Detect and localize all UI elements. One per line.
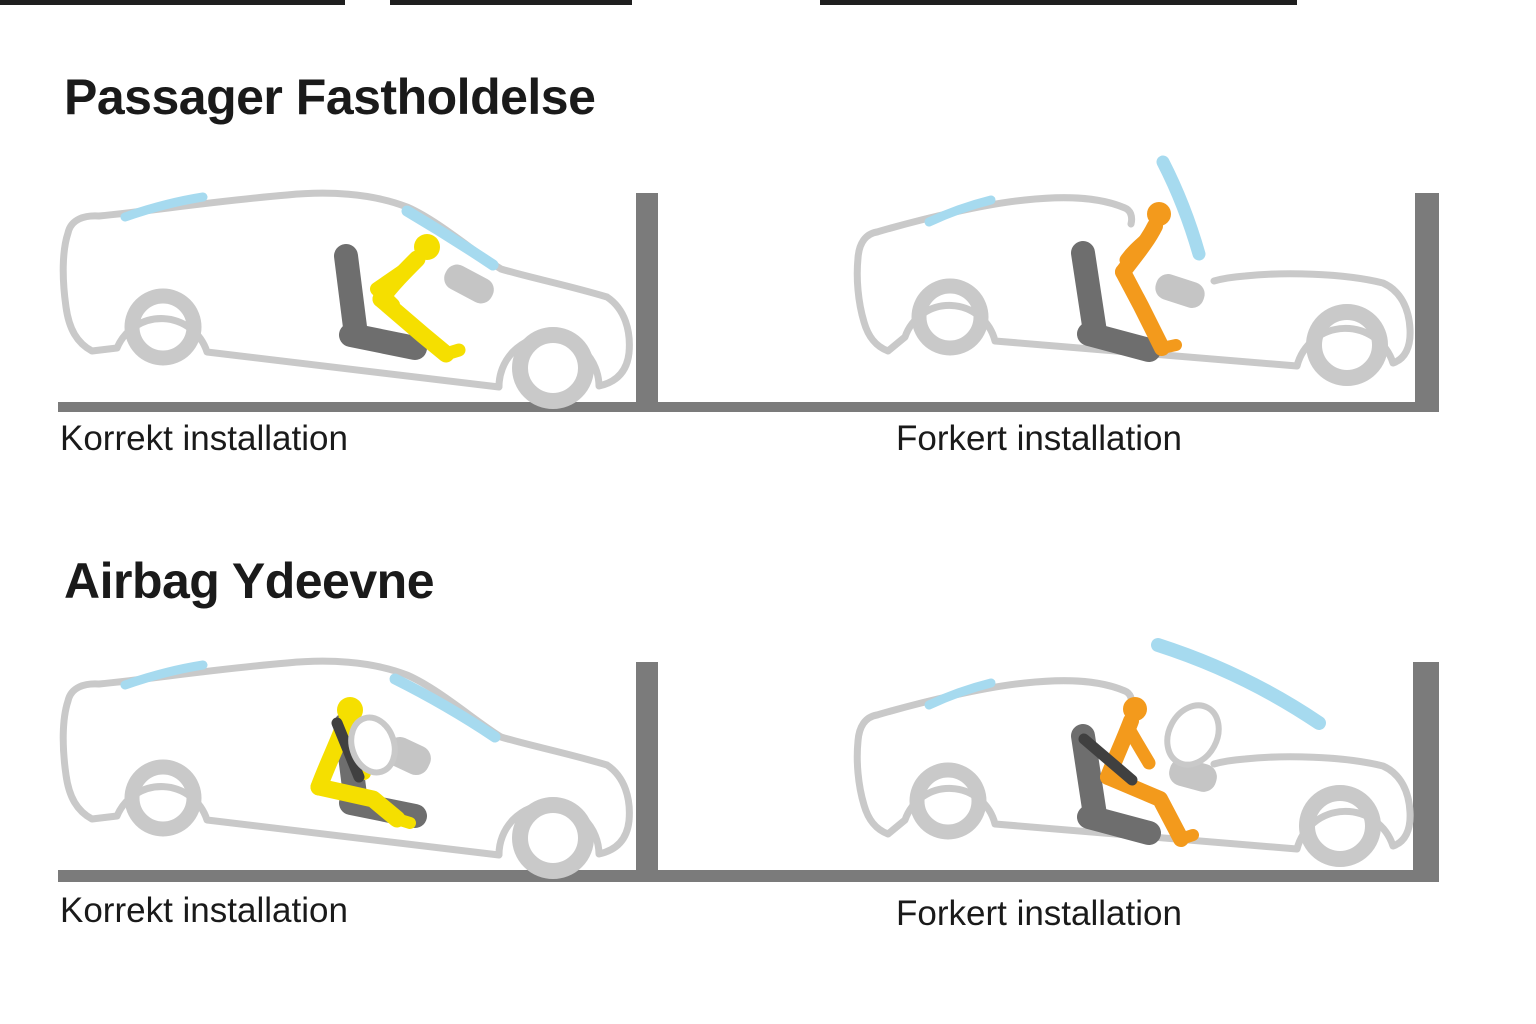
occupant-head	[337, 697, 363, 723]
occupant-legs	[310, 778, 406, 828]
panel-airbag-correct	[59, 657, 633, 879]
caption-restraint-incorrect: Forkert installation	[896, 419, 1182, 458]
occupant-legs	[1115, 264, 1170, 356]
top-edge-artifact	[820, 0, 1297, 5]
caption-airbag-incorrect: Forkert installation	[896, 894, 1182, 933]
crash-barrier-wall	[1415, 193, 1439, 412]
seatbelt	[331, 717, 365, 783]
roof-outline-broken	[873, 677, 1136, 719]
windshield-glass	[389, 673, 501, 743]
rear-window-glass	[924, 195, 996, 227]
front-seat	[1071, 724, 1161, 845]
front-wheel	[512, 797, 594, 879]
panel-restraint-incorrect	[853, 155, 1414, 386]
airbag-deployed	[348, 714, 398, 776]
roof-outline-broken	[873, 194, 1136, 236]
rear-window-glass	[120, 192, 208, 222]
section-title-airbag-performance: Airbag Ydeevne	[64, 553, 435, 609]
seatbelt	[1078, 733, 1138, 786]
occupant-foot	[1175, 829, 1199, 845]
panel-restraint-correct	[59, 189, 633, 409]
crash-barrier-wall	[636, 662, 658, 882]
front-wheel	[512, 327, 594, 409]
occupant-foot	[1156, 339, 1182, 354]
rear-window-glass	[924, 678, 996, 710]
windshield-glass-detached	[1156, 155, 1206, 261]
dashboard	[1155, 274, 1205, 308]
occupant-head	[414, 234, 440, 260]
top-edge-artifact	[0, 0, 345, 5]
occupant-head	[1123, 697, 1147, 721]
ground-line	[58, 870, 1439, 882]
occupant-figure-belted	[1100, 697, 1199, 847]
section-title-passenger-restraint: Passager Fastholdelse	[64, 69, 596, 125]
top-edge-artifact	[390, 0, 632, 5]
caption-restraint-correct: Korrekt installation	[60, 419, 348, 458]
occupant-legs	[1100, 769, 1189, 847]
occupant-foot	[439, 343, 466, 361]
crash-barrier-wall	[1413, 662, 1439, 882]
occupant-head	[1147, 202, 1171, 226]
airbag-misaligned	[1164, 702, 1222, 768]
front-seat	[334, 244, 427, 360]
occupant-figure-restrained	[370, 234, 466, 363]
rear-wheel	[124, 288, 202, 366]
windshield-glass-detached	[1151, 638, 1326, 730]
caption-airbag-correct: Korrekt installation	[60, 891, 348, 930]
rear-wheel	[911, 278, 989, 356]
panel-airbag-incorrect	[853, 638, 1414, 867]
occupant-foot	[391, 813, 416, 829]
occupant-legs	[372, 290, 455, 363]
windshield-glass	[401, 205, 499, 271]
rear-window-glass	[120, 660, 208, 690]
rear-wheel	[909, 762, 987, 840]
crash-barrier-wall	[636, 193, 658, 412]
front-wheel	[1299, 785, 1381, 867]
dashboard	[444, 264, 494, 304]
occupant-figure-unrestrained	[1115, 202, 1182, 356]
front-wheel	[1306, 304, 1388, 386]
rear-wheel	[124, 759, 202, 837]
front-seat	[1071, 241, 1161, 362]
ground-line	[58, 402, 1439, 412]
